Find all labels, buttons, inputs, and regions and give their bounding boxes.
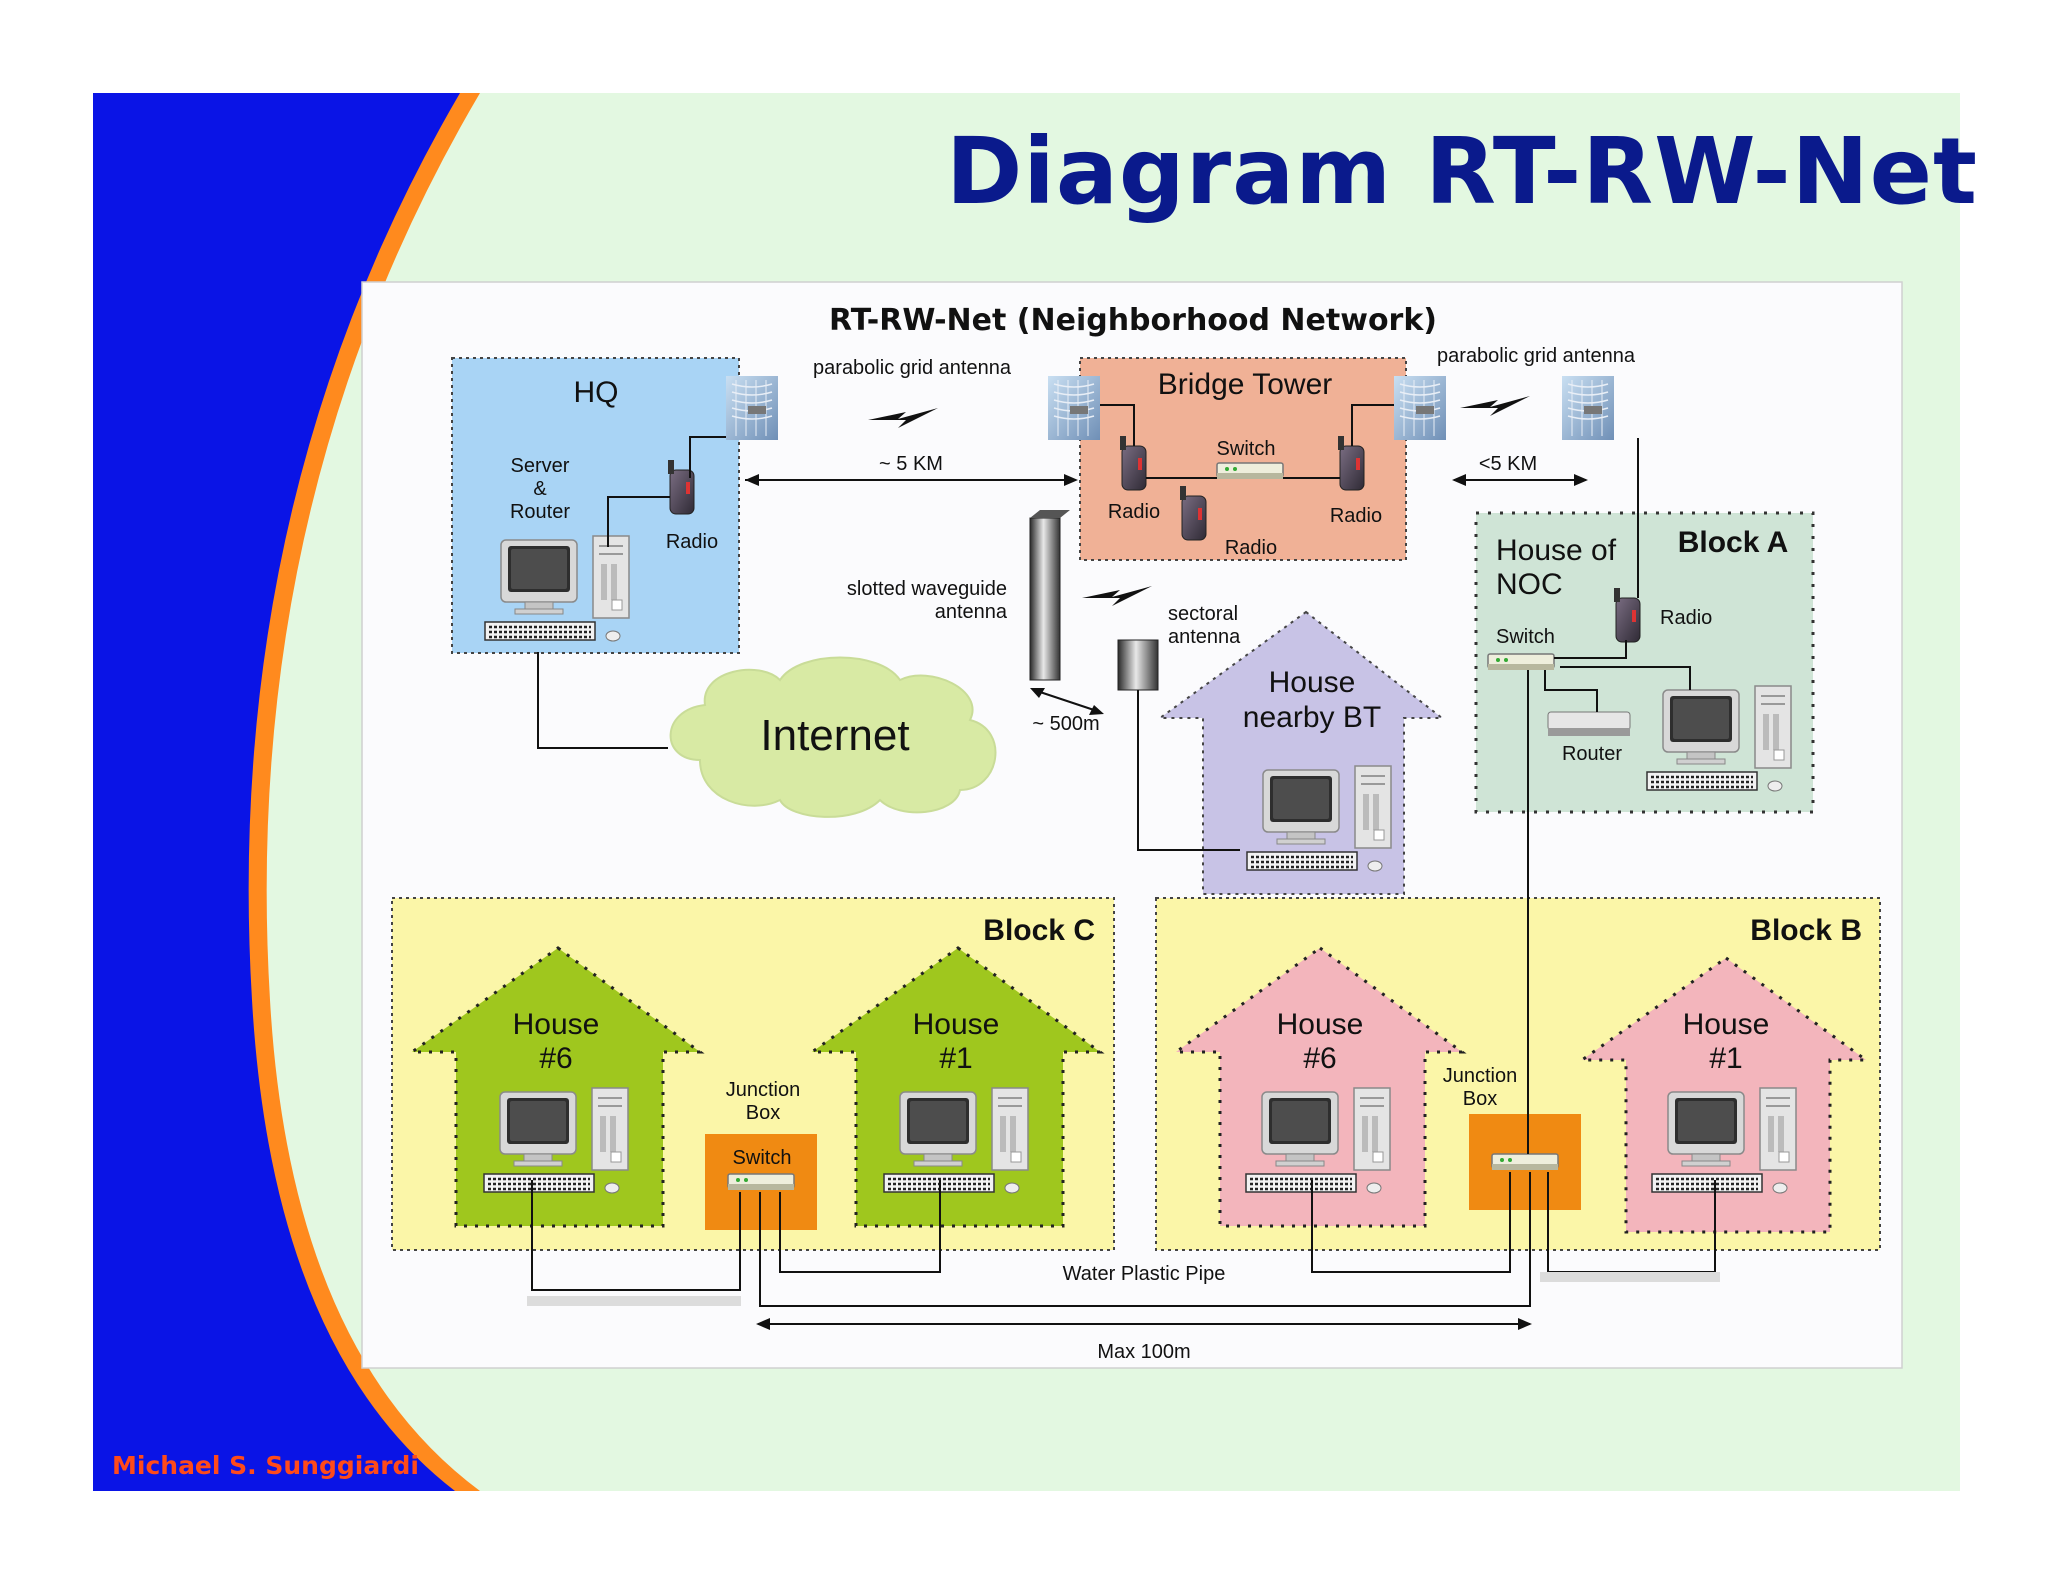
cabling bbox=[531, 670, 1716, 1307]
block-b-house-1: House #1 bbox=[1577, 956, 1871, 1234]
block-b: Block B House #6 House #1 Junction Box bbox=[1155, 897, 1881, 1251]
bridge-right-dish-icon bbox=[1393, 375, 1447, 441]
diagram-title: RT-RW-Net (Neighborhood Network) bbox=[829, 303, 1437, 338]
block-c: Block C House #6 House #1 Junction Box S… bbox=[391, 897, 1115, 1251]
svg-text:Router: Router bbox=[510, 501, 570, 523]
block-c-house-1: House #1 bbox=[807, 946, 1105, 1228]
internet-cloud: Internet bbox=[669, 656, 997, 818]
svg-text:Switch: Switch bbox=[733, 1147, 792, 1169]
svg-text:Radio: Radio bbox=[1660, 607, 1712, 629]
pipe-left bbox=[527, 1296, 741, 1306]
svg-text:antenna: antenna bbox=[935, 601, 1008, 623]
svg-text:Switch: Switch bbox=[1496, 626, 1555, 648]
svg-text:antenna: antenna bbox=[1168, 626, 1241, 648]
block-a-dish-icon bbox=[1561, 375, 1615, 441]
house-nearby-bt: House nearby BT bbox=[1137, 610, 1445, 895]
block-c-title: Block C bbox=[983, 914, 1095, 947]
block-c-switch-icon bbox=[727, 1173, 795, 1191]
svg-text:House: House bbox=[1269, 666, 1356, 699]
hq-server-label: Server bbox=[511, 455, 570, 477]
svg-text:Radio: Radio bbox=[1108, 501, 1160, 523]
sectoral-antenna-label: sectoral bbox=[1168, 603, 1238, 625]
svg-text:&: & bbox=[533, 478, 547, 500]
sectoral-antenna bbox=[1117, 639, 1159, 691]
block-b-switch-icon bbox=[1491, 1153, 1559, 1171]
antenna-left-label: parabolic grid antenna bbox=[813, 357, 1012, 379]
svg-text:Radio: Radio bbox=[1225, 537, 1277, 559]
block-a-title: Block A bbox=[1678, 526, 1789, 559]
block-b-house-6: House #6 bbox=[1171, 946, 1467, 1228]
svg-text:#6: #6 bbox=[539, 1042, 572, 1075]
svg-text:#1: #1 bbox=[939, 1042, 972, 1075]
hq-radio-label: Radio bbox=[666, 531, 718, 553]
bridge-switch-icon bbox=[1216, 462, 1284, 480]
pipe-right bbox=[1540, 1272, 1720, 1282]
bridge-left-dish-icon bbox=[1047, 375, 1101, 441]
distance-lt5km: <5 KM bbox=[1479, 453, 1537, 475]
svg-text:Box: Box bbox=[1463, 1088, 1497, 1110]
hq-dish-antenna-icon bbox=[725, 375, 779, 441]
svg-text:House: House bbox=[1683, 1008, 1770, 1041]
block-c-house-6: House #6 bbox=[407, 946, 705, 1228]
distance-5km: ~ 5 KM bbox=[879, 453, 943, 475]
distance-500m: ~ 500m bbox=[1032, 713, 1099, 735]
svg-text:Box: Box bbox=[746, 1102, 780, 1124]
block-a: Block A House of NOC Radio Switch Router bbox=[1474, 438, 1815, 814]
svg-text:Radio: Radio bbox=[1330, 505, 1382, 527]
svg-text:Router: Router bbox=[1562, 743, 1622, 765]
bridge-tower-box: Bridge Tower Switch Radio Radio Radio bbox=[1047, 357, 1447, 561]
hq-box: HQ Server & Router Radio bbox=[451, 357, 779, 654]
antenna-right-label: parabolic grid antenna bbox=[1437, 345, 1636, 367]
hq-title: HQ bbox=[574, 376, 619, 409]
block-b-junction-label: Junction bbox=[1443, 1065, 1518, 1087]
author-credit: Michael S. Sunggiardi bbox=[112, 1451, 419, 1480]
slotted-waveguide-antenna bbox=[1029, 510, 1070, 681]
svg-text:NOC: NOC bbox=[1496, 568, 1563, 601]
bridge-title: Bridge Tower bbox=[1158, 368, 1333, 401]
svg-text:House: House bbox=[1277, 1008, 1364, 1041]
svg-text:#1: #1 bbox=[1709, 1042, 1742, 1075]
svg-text:House: House bbox=[513, 1008, 600, 1041]
svg-text:House: House bbox=[913, 1008, 1000, 1041]
svg-text:nearby BT: nearby BT bbox=[1243, 701, 1381, 734]
block-b-junction-box bbox=[1469, 1114, 1581, 1210]
block-b-title: Block B bbox=[1750, 914, 1862, 947]
slide-title: Diagram RT-RW-Net bbox=[945, 118, 1978, 225]
block-a-router-icon bbox=[1547, 711, 1631, 736]
side-blue-band bbox=[93, 93, 460, 1491]
block-c-junction-label: Junction bbox=[726, 1079, 801, 1101]
svg-text:#6: #6 bbox=[1303, 1042, 1336, 1075]
block-a-switch-icon bbox=[1487, 653, 1555, 671]
slotted-antenna-label: slotted waveguide bbox=[847, 578, 1007, 600]
bridge-switch-label: Switch bbox=[1217, 438, 1276, 460]
noc-label: House of bbox=[1496, 534, 1617, 567]
water-pipe-label: Water Plastic Pipe bbox=[1063, 1263, 1226, 1285]
internet-label: Internet bbox=[760, 711, 909, 760]
max-distance-label: Max 100m bbox=[1097, 1341, 1190, 1363]
